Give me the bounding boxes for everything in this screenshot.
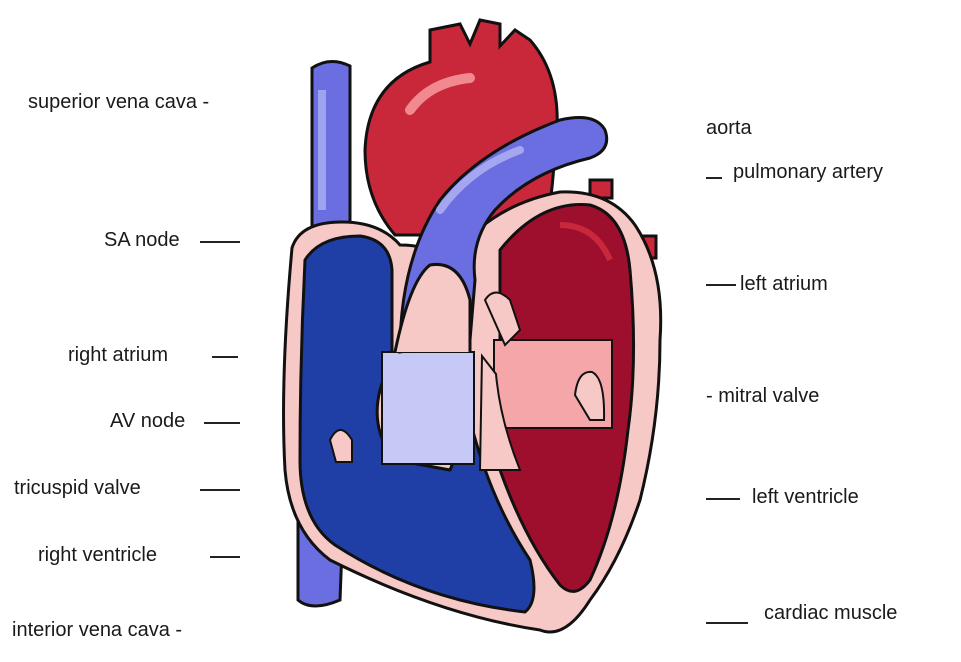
label-left-ventricle: left ventricle	[752, 487, 859, 507]
leader-right-ventricle	[210, 556, 240, 558]
label-right-atrium: right atrium	[68, 345, 168, 365]
leader-left-ventricle	[706, 498, 740, 500]
label-sa-node: SA node	[104, 230, 180, 250]
label-cardiac-muscle: cardiac muscle	[764, 603, 897, 623]
right-atrium-pale	[382, 352, 474, 464]
leader-tricuspid-valve	[200, 489, 240, 491]
label-mitral-valve: - mitral valve	[706, 386, 819, 406]
label-tricuspid-valve: tricuspid valve	[14, 478, 141, 498]
label-superior-vena-cava: superior vena cava -	[28, 92, 209, 112]
label-av-node: AV node	[110, 411, 185, 431]
leader-sa-node	[200, 241, 240, 243]
leader-cardiac-muscle	[706, 622, 748, 624]
label-interior-vena-cava: interior vena cava -	[12, 620, 182, 640]
leader-left-atrium	[706, 284, 736, 286]
label-right-ventricle: right ventricle	[38, 545, 157, 565]
label-aorta: aorta	[706, 118, 752, 138]
leader-av-node	[204, 422, 240, 424]
label-pulmonary-artery: pulmonary artery	[733, 162, 883, 182]
leader-right-atrium	[212, 356, 238, 358]
label-left-atrium: left atrium	[740, 274, 828, 294]
leader-pulmonary-artery	[706, 177, 722, 179]
